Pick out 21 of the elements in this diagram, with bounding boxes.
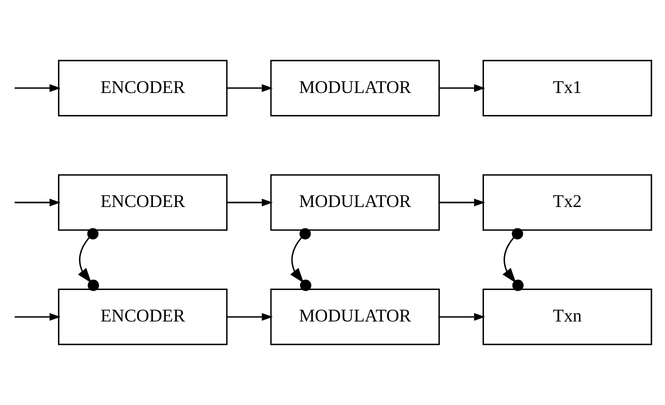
node-box: MODULATOR <box>270 60 440 116</box>
arrow <box>502 228 524 291</box>
arrow <box>439 313 486 321</box>
arrow <box>439 198 486 206</box>
arrow <box>226 84 273 92</box>
arrow <box>290 228 312 291</box>
arrow <box>14 198 61 206</box>
node-box: ENCODER <box>58 174 228 231</box>
node-box: ENCODER <box>58 288 228 346</box>
arrow <box>226 313 273 321</box>
node-box: Tx2 <box>482 174 652 231</box>
node-box: MODULATOR <box>270 174 440 231</box>
node-box: MODULATOR <box>270 288 440 346</box>
arrow <box>78 228 100 291</box>
node-box: ENCODER <box>58 60 228 116</box>
node-box: Txn <box>482 288 652 346</box>
arrow <box>439 84 486 92</box>
arrow <box>14 313 61 321</box>
node-box: Tx1 <box>482 60 652 116</box>
arrow <box>14 84 61 92</box>
arrow <box>226 198 273 206</box>
